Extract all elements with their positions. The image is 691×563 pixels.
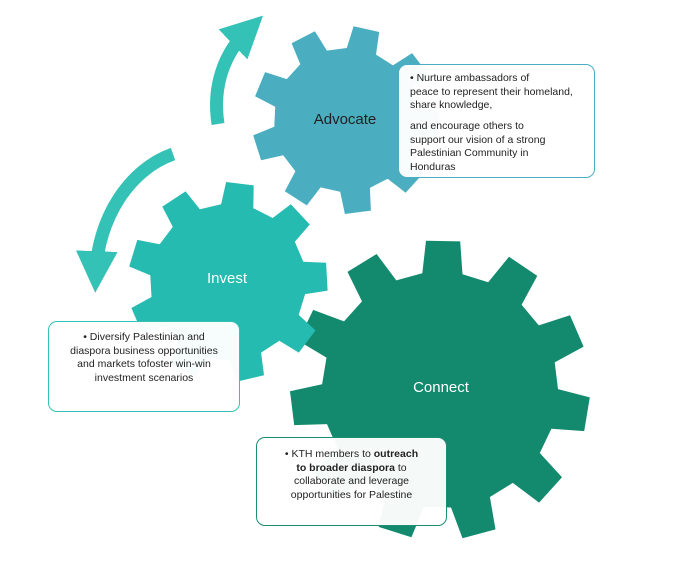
connect-callout-line: opportunities for Palestine: [290, 488, 413, 501]
curved-arrow-up-icon: [210, 15, 264, 125]
invest-callout: • Diversify Palestinian and diaspora bus…: [48, 321, 240, 412]
advocate-callout-line: and encourage others to: [410, 119, 524, 132]
invest-callout-line: diaspora business opportunities: [70, 344, 218, 357]
advocate-callout-line: support our vision of a strong: [410, 133, 546, 146]
advocate-callout-line: share knowledge,: [410, 99, 493, 112]
invest-callout-line: • Diversify Palestinian and: [83, 331, 205, 343]
curved-arrow-down-icon: [76, 147, 176, 293]
connect-callout: • KTH members to outreach to broader dia…: [256, 437, 447, 526]
invest-gear-label: Invest: [207, 270, 248, 287]
advocate-callout-line: • Nurture ambassadors of: [410, 72, 530, 84]
connect-callout-line: • KTH members to outreach: [261, 448, 442, 462]
advocate-callout-line: Palestinian Community in: [410, 147, 529, 160]
invest-callout-line: and markets tofoster win-win: [77, 358, 211, 371]
advocate-callout: • Nurture ambassadors of peace to repres…: [398, 64, 595, 178]
connect-callout-text: to: [394, 461, 407, 474]
connect-callout-line: to broader diaspora to: [261, 462, 442, 476]
advocate-gear: [253, 26, 440, 214]
invest-callout-line: investment scenarios: [94, 371, 194, 384]
advocate-gear-label: Advocate: [314, 111, 377, 128]
connect-callout-emphasis: outreach: [373, 448, 419, 460]
advocate-callout-line: Honduras: [410, 160, 456, 173]
advocate-callout-line: peace to represent their homeland,: [410, 85, 573, 98]
connect-callout-emphasis: to broader diaspora: [296, 461, 395, 474]
connect-callout-line: collaborate and leverage: [294, 475, 409, 488]
connect-gear-label: Connect: [413, 379, 470, 396]
connect-callout-text: • KTH members to: [284, 448, 374, 460]
